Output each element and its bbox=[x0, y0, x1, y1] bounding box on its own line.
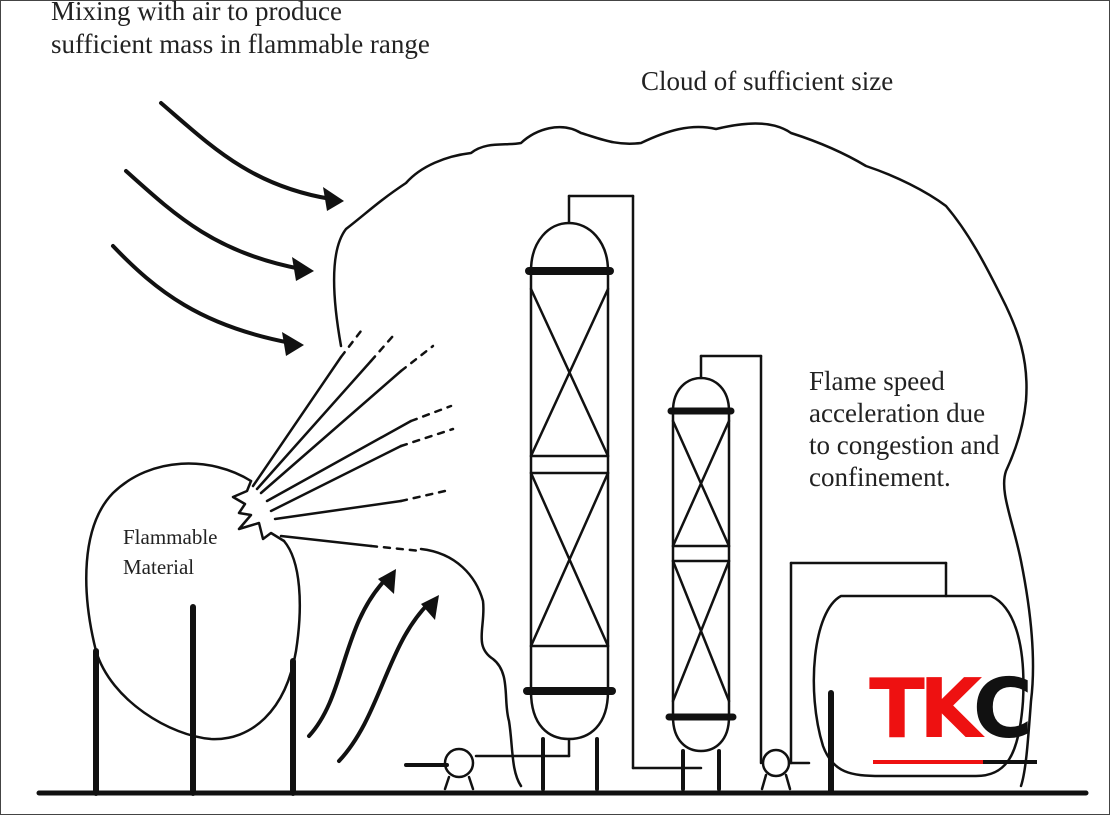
air-flow-arrow bbox=[124, 169, 303, 271]
flammable-material-label-line2: Material bbox=[123, 554, 195, 579]
tkc-logo: TKC bbox=[869, 669, 1033, 751]
gas-release-burst bbox=[231, 479, 286, 543]
flammable-material-label: Flammable Material bbox=[123, 523, 217, 583]
tkc-logo-underline-black bbox=[983, 760, 1037, 764]
tkc-logo-tk: TK bbox=[869, 662, 979, 757]
distillation-column-tall bbox=[474, 194, 703, 791]
mixing-air-label: Mixing with air to produce sufficient ma… bbox=[51, 0, 430, 61]
air-flow-arrows bbox=[111, 101, 431, 763]
rising-flow-arrow bbox=[337, 601, 431, 763]
air-flow-arrow bbox=[111, 244, 293, 345]
storage-sphere bbox=[85, 462, 302, 741]
gas-release-jets bbox=[251, 329, 455, 553]
flame-speed-label: Flame speed acceleration due to congesti… bbox=[809, 365, 999, 494]
cloud-size-label: Cloud of sufficient size bbox=[641, 66, 894, 96]
air-flow-arrow bbox=[159, 101, 333, 201]
tkc-logo-c: C bbox=[972, 662, 1033, 757]
rising-flow-arrow bbox=[307, 577, 388, 738]
mixing-air-label-line2: sufficient mass in flammable range bbox=[51, 28, 430, 59]
pump-icon bbox=[404, 747, 475, 791]
flame-speed-label-line3: to congestion and bbox=[809, 430, 1000, 461]
mixing-air-label-line1: Mixing with air to produce bbox=[51, 0, 342, 26]
sphere-legs bbox=[93, 604, 296, 796]
flame-speed-label-line1: Flame speed bbox=[809, 366, 945, 396]
distillation-column-short bbox=[665, 354, 763, 791]
flame-speed-label-line2: acceleration due bbox=[809, 398, 986, 429]
flammable-material-label-line1: Flammable bbox=[123, 525, 218, 549]
flame-speed-label-line4: confinement. bbox=[809, 462, 951, 493]
vapor-cloud-outline bbox=[332, 122, 1035, 788]
vapor-cloud-lower-edge bbox=[419, 547, 523, 788]
tkc-logo-underline-red bbox=[873, 760, 983, 764]
storage-tank bbox=[789, 561, 1025, 794]
pump-icon bbox=[760, 748, 811, 791]
